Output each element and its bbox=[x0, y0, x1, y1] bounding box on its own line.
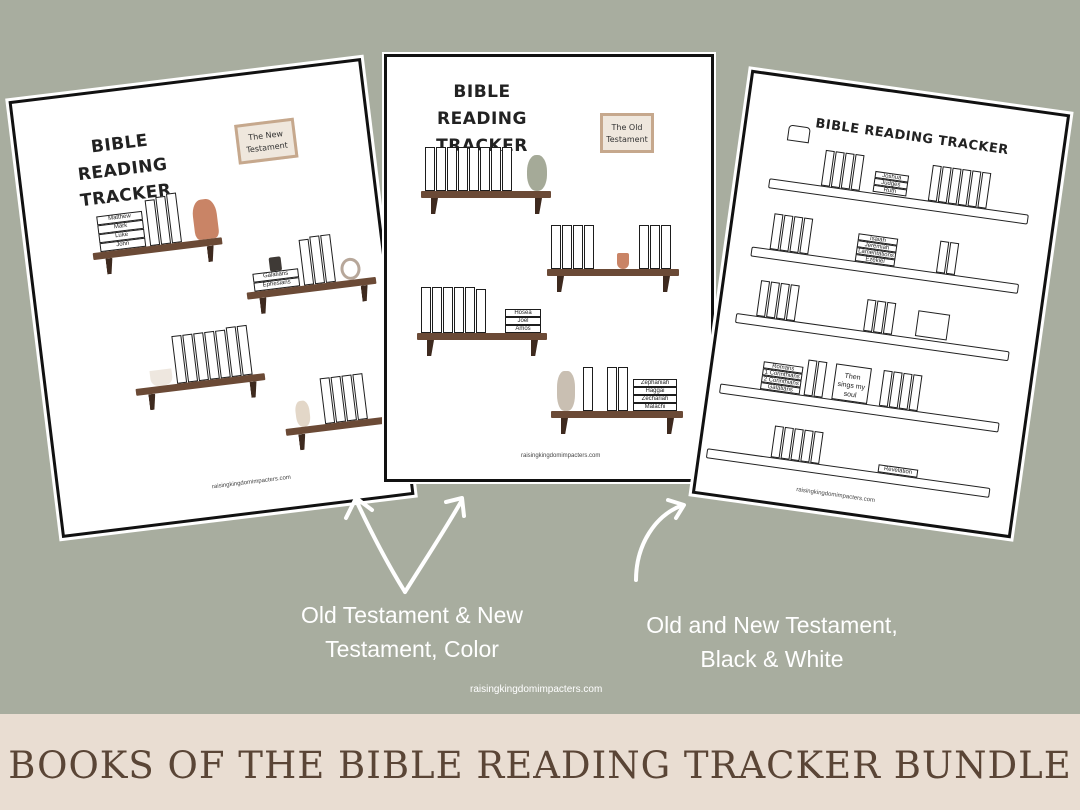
shelf-bracket bbox=[207, 245, 216, 262]
book-spine bbox=[480, 147, 490, 191]
shelf-bracket bbox=[667, 418, 674, 434]
book-spine bbox=[436, 147, 446, 191]
stack-book: Malachi bbox=[633, 403, 677, 411]
vase-icon bbox=[190, 197, 220, 241]
book-spine bbox=[639, 225, 649, 269]
old-testament-sign: The Old Testament bbox=[600, 113, 654, 153]
shelf-bracket bbox=[259, 297, 268, 314]
book-spine bbox=[584, 225, 594, 269]
shelf bbox=[551, 411, 683, 418]
lamp-icon bbox=[786, 124, 811, 144]
book-spine bbox=[454, 287, 464, 333]
grass-vase-icon bbox=[294, 399, 312, 428]
book-spine bbox=[562, 225, 572, 269]
book-spine bbox=[650, 225, 660, 269]
old-testament-color-page: BIBLE READING TRACKER The Old Testament … bbox=[384, 54, 714, 482]
page-url: raisingkingdomimpacters.com bbox=[521, 453, 601, 459]
book-spine bbox=[661, 225, 671, 269]
book-spine bbox=[469, 147, 479, 191]
shelf-bracket bbox=[431, 198, 438, 214]
site-url: raisingkingdomimpacters.com bbox=[470, 684, 603, 695]
up-left-arrow-icon bbox=[344, 496, 407, 594]
book-spine bbox=[458, 147, 468, 191]
frame-text: Then sings my soul bbox=[831, 363, 872, 405]
footer-band bbox=[0, 714, 1080, 810]
book-spine bbox=[447, 147, 457, 191]
book-spine bbox=[573, 225, 583, 269]
shelf-bracket bbox=[535, 198, 542, 214]
bw-caption: Old and New Testament, Black & White bbox=[646, 612, 898, 672]
bundle-title: BOOKS OF THE BIBLE READING TRACKER BUNDL… bbox=[8, 744, 1072, 787]
candle-icon bbox=[268, 256, 283, 272]
shelf-bracket bbox=[427, 340, 434, 356]
shelf-bracket bbox=[250, 381, 259, 398]
black-white-page: BIBLE READING TRACKER Joshua Judges Ruth… bbox=[691, 69, 1071, 539]
book-spine bbox=[425, 147, 435, 191]
plant-pot-icon bbox=[617, 253, 629, 269]
vase-icon bbox=[557, 371, 575, 411]
color-caption: Old Testament & New Testament, Color bbox=[300, 602, 523, 662]
shelf bbox=[547, 269, 679, 276]
shelf bbox=[421, 191, 551, 198]
stack-book: Zechariah bbox=[633, 395, 677, 403]
book-spine bbox=[432, 287, 442, 333]
up-right-arrow-icon bbox=[403, 496, 466, 594]
picture-frame-icon bbox=[914, 310, 951, 341]
book-spine bbox=[551, 225, 561, 269]
shelf-bracket bbox=[105, 258, 114, 275]
book-spine bbox=[491, 147, 501, 191]
book-spine bbox=[443, 287, 453, 333]
book-spine bbox=[502, 147, 512, 191]
shelf-bracket bbox=[298, 434, 307, 451]
book-spine bbox=[618, 367, 628, 411]
shelf-bracket bbox=[663, 276, 670, 292]
shelf-bracket bbox=[561, 418, 568, 434]
new-testament-sign: The New Testament bbox=[234, 117, 299, 165]
book-spine bbox=[583, 367, 593, 411]
stack-book: Haggai bbox=[633, 387, 677, 395]
page-url: raisingkingdomimpacters.com bbox=[795, 487, 876, 505]
page-url: raisingkingdomimpacters.com bbox=[211, 474, 292, 491]
stack-book: Joel bbox=[505, 317, 541, 325]
book-spine bbox=[421, 287, 431, 333]
shelf bbox=[417, 333, 547, 340]
new-testament-color-page: BIBLE READING TRACKER The New Testament … bbox=[8, 58, 415, 538]
stack-book: Amos bbox=[505, 325, 541, 333]
shelf-bracket bbox=[557, 276, 564, 292]
shelf-bracket bbox=[361, 285, 370, 302]
shelf bbox=[705, 448, 991, 498]
vase-icon bbox=[527, 155, 547, 191]
book-spine bbox=[465, 287, 475, 333]
curved-arrow-icon bbox=[634, 498, 686, 582]
stack-book: Hosea bbox=[505, 309, 541, 317]
book-spine bbox=[607, 367, 617, 411]
stack-book: Zephaniah bbox=[633, 379, 677, 387]
shelf-bracket bbox=[148, 394, 157, 411]
book-spine bbox=[476, 289, 486, 333]
shelf-bracket bbox=[531, 340, 538, 356]
plant-vase-icon bbox=[339, 256, 362, 281]
